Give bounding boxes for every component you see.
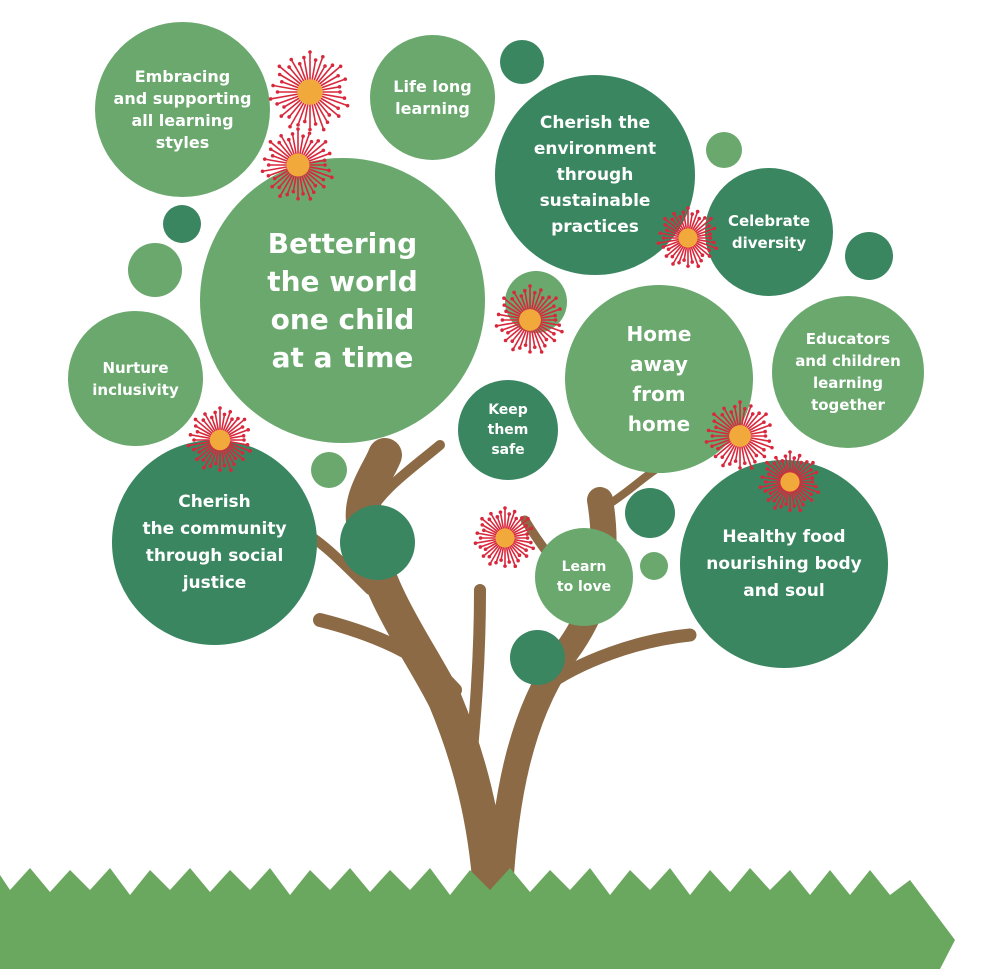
nurture-label: Nurture inclusivity <box>92 357 178 401</box>
keep-safe-label: Keep them safe <box>488 400 529 460</box>
decor-dot <box>625 488 675 538</box>
embracing-circle: Embracing and supporting all learning st… <box>95 22 270 197</box>
decor-dot <box>500 40 544 84</box>
home-label: Home away from home <box>627 319 692 439</box>
decor-dot <box>340 505 415 580</box>
decor-dot <box>706 132 742 168</box>
community-label: Cherish the community through social jus… <box>142 489 286 597</box>
cherish-env-label: Cherish the environment through sustaina… <box>534 110 656 240</box>
home-circle: Home away from home <box>565 285 753 473</box>
lifelong-circle: Life long learning <box>370 35 495 160</box>
lifelong-label: Life long learning <box>393 76 471 120</box>
educators-label: Educators and children learning together <box>795 328 901 416</box>
decor-dot <box>163 205 201 243</box>
bettering-circle: Bettering the world one child at a time <box>200 158 485 443</box>
bettering-label: Bettering the world one child at a time <box>267 225 418 377</box>
healthy-circle: Healthy food nourishing body and soul <box>680 460 888 668</box>
nurture-circle: Nurture inclusivity <box>68 311 203 446</box>
decor-dot <box>311 452 347 488</box>
educators-circle: Educators and children learning together <box>772 296 924 448</box>
decor-dot <box>845 232 893 280</box>
decor-dot <box>128 243 182 297</box>
grass <box>0 868 955 969</box>
learn-love-circle: Learn to love <box>535 528 633 626</box>
decor-dot <box>505 271 567 333</box>
keep-safe-circle: Keep them safe <box>458 380 558 480</box>
learn-love-label: Learn to love <box>557 557 611 597</box>
decor-dot <box>510 630 565 685</box>
cherish-env-circle: Cherish the environment through sustaina… <box>495 75 695 275</box>
community-circle: Cherish the community through social jus… <box>112 440 317 645</box>
decor-dot <box>640 552 668 580</box>
embracing-label: Embracing and supporting all learning st… <box>114 66 252 154</box>
healthy-label: Healthy food nourishing body and soul <box>706 524 861 605</box>
celebrate-label: Celebrate diversity <box>728 210 810 254</box>
celebrate-circle: Celebrate diversity <box>705 168 833 296</box>
